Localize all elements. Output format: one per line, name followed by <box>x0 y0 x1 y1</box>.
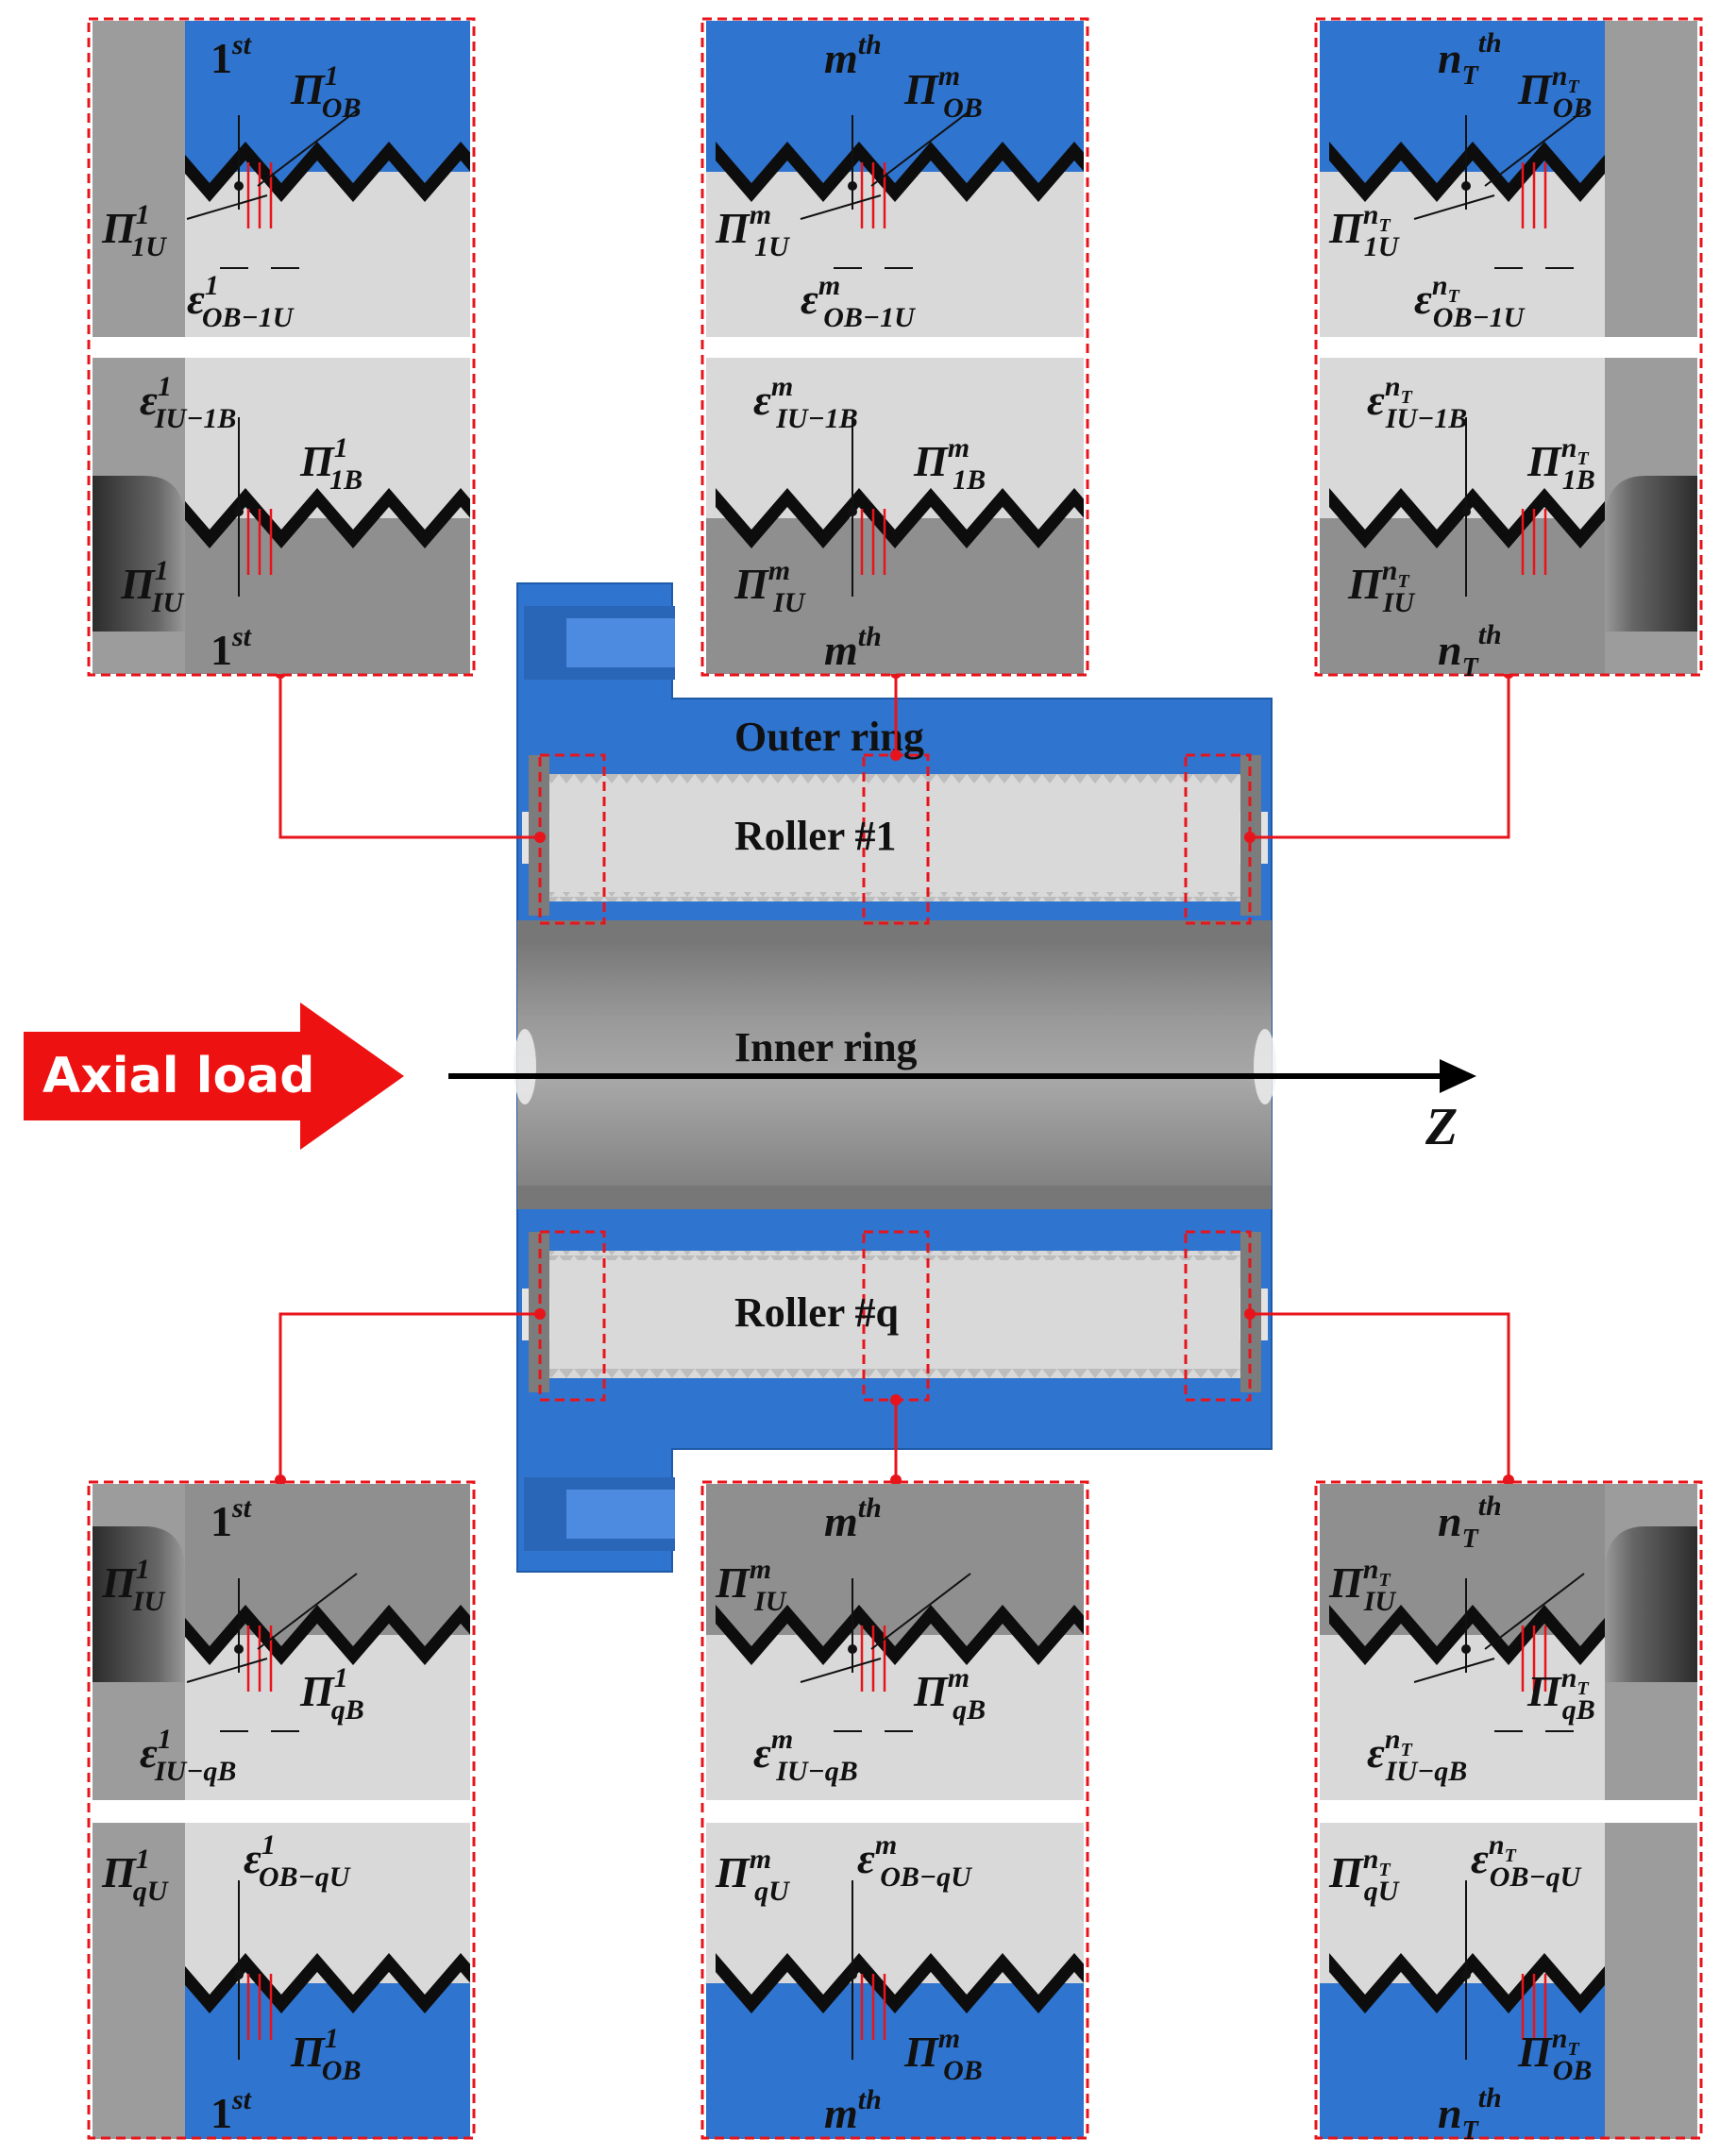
roller-1-label: Roller #1 <box>734 813 897 859</box>
thread-ordinal-tm-top: mth <box>824 29 882 82</box>
inner-ring-label: Inner ring <box>734 1024 918 1070</box>
thread-ordinal-tm-b-bottom: mth <box>824 2084 882 2137</box>
zoom-marker-top-right <box>1184 753 1252 925</box>
thread-ordinal-tr-b-top: nTth <box>1438 1491 1502 1554</box>
thread-ordinal-tl-top: 1st <box>211 29 253 82</box>
thread-ordinal-tr-b-bottom: nTth <box>1438 2082 1502 2146</box>
thread-ordinal-tl-b-bottom: 1st <box>211 2084 253 2137</box>
inner-ring <box>517 920 1272 1209</box>
thread-ordinal-tl-b-top: 1st <box>211 1492 253 1545</box>
axial-load-label: Axial load <box>42 1048 315 1104</box>
roller-q-body <box>534 1251 1256 1378</box>
connector-lines <box>278 673 1510 1480</box>
z-axis-label: Z <box>1425 1098 1458 1156</box>
thread-ordinal-tl-bottom: 1st <box>211 621 253 674</box>
axial-load-arrow: Axial load <box>24 1002 404 1150</box>
thread-ordinal-tr-top: nTth <box>1438 27 1502 91</box>
thread-ordinal-tm-b-top: mth <box>824 1492 882 1545</box>
bearing-cross-section: Outer ring Roller #1 Inner ring Roller #… <box>448 582 1476 1573</box>
roller-1-body <box>534 774 1256 901</box>
zoom-marker-bottom-right <box>1184 1230 1252 1402</box>
roller-q-label: Roller #q <box>734 1289 899 1336</box>
thread-ordinal-tr-bottom: nTth <box>1438 619 1502 682</box>
z-axis-arrowhead <box>1440 1059 1476 1093</box>
thread-ordinal-tm-bottom: mth <box>824 621 882 674</box>
